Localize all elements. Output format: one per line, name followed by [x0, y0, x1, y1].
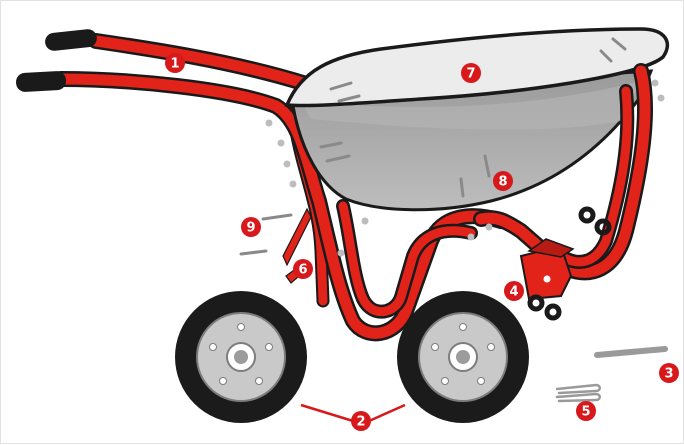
- callout-label: 1: [170, 57, 179, 72]
- left-wheel: [175, 291, 307, 423]
- bolt-icon: [241, 251, 266, 254]
- callout-2: 2: [351, 411, 371, 431]
- callout-3: 3: [659, 363, 679, 383]
- callout-4: 4: [504, 281, 524, 301]
- callout-label: 8: [498, 175, 507, 190]
- tray: [287, 29, 667, 210]
- callout-6: 6: [293, 259, 313, 279]
- right-wheel: [397, 291, 529, 423]
- cotter-pins: [557, 385, 600, 401]
- callout-label: 5: [581, 405, 590, 420]
- callout-1: 1: [165, 53, 185, 73]
- callout-label: 4: [509, 285, 518, 300]
- bolt-icon: [263, 215, 291, 219]
- axle: [597, 349, 665, 355]
- callout-9: 9: [241, 217, 261, 237]
- callout-7: 7: [461, 63, 481, 83]
- callout-label: 6: [298, 263, 307, 278]
- callout-label: 9: [246, 221, 255, 236]
- callout-label: 2: [356, 415, 365, 430]
- callout-8: 8: [493, 171, 513, 191]
- callout-label: 3: [664, 367, 673, 382]
- callout-label: 7: [466, 67, 475, 82]
- callout-5: 5: [576, 401, 596, 421]
